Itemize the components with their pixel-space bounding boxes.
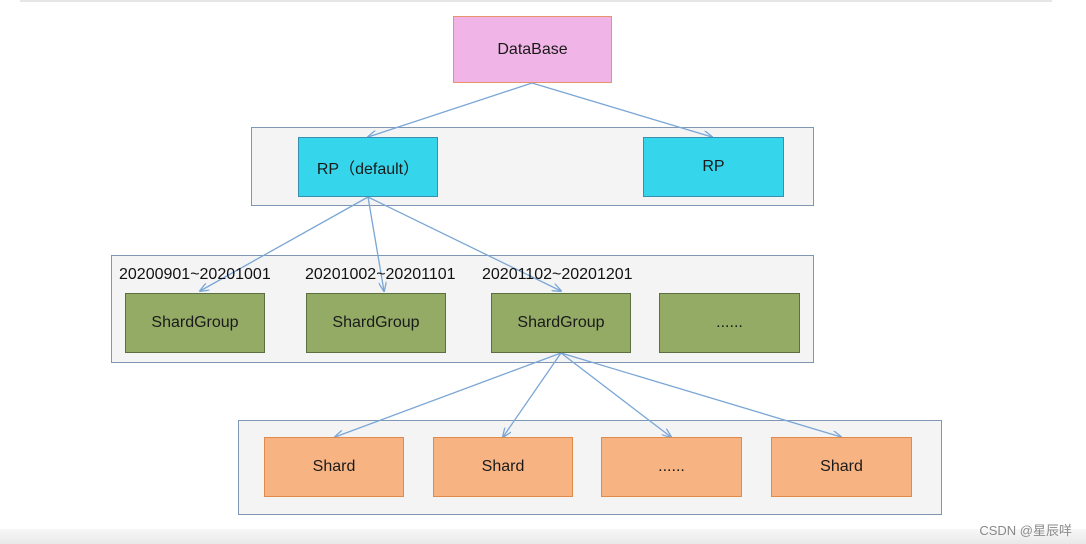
shard-node-more: ......: [601, 437, 742, 497]
shardgroup-range-1: 20200901~20201001: [119, 266, 271, 283]
shardgroup-range-3: 20201102~20201201: [482, 266, 633, 283]
shard-node-1: Shard: [264, 437, 404, 497]
arrow-sg3-to-shard3: [560, 352, 671, 437]
shardgroup-range-2: 20201002~20201101: [305, 266, 456, 283]
arrow-rp-to-sg3: [367, 196, 561, 291]
shardgroup-label-2: ShardGroup: [332, 314, 420, 331]
shardgroup-node-more: ......: [659, 293, 800, 353]
shardgroup-node-2: ShardGroup: [306, 293, 446, 353]
arrow-sg3-to-shard2: [503, 352, 562, 437]
arrow-sg3-to-shard4: [560, 352, 841, 437]
shard-node-4: Shard: [771, 437, 912, 497]
bottom-bar: [0, 529, 1086, 544]
rp-node: RP: [643, 137, 784, 197]
rp-default-node: RP（default）: [298, 137, 438, 197]
rp-default-label: RP（default）: [316, 161, 420, 178]
shard-label-2: Shard: [481, 458, 525, 475]
arrow-rp-to-sg1: [200, 196, 369, 291]
rp-label: RP: [702, 158, 725, 175]
top-divider: [20, 0, 1052, 2]
database-label: DataBase: [497, 40, 568, 58]
arrow-db-to-rp: [531, 82, 712, 137]
shard-label-more: ......: [658, 458, 685, 475]
database-node: DataBase: [453, 16, 612, 83]
shard-node-2: Shard: [433, 437, 573, 497]
arrow-db-to-rp-default: [368, 82, 533, 137]
watermark: CSDN @星辰咩: [979, 523, 1072, 538]
shardgroup-label-3: ShardGroup: [517, 314, 605, 331]
shard-label-1: Shard: [312, 458, 356, 475]
shardgroup-node-1: ShardGroup: [125, 293, 265, 353]
shardgroup-label-more: ......: [716, 314, 743, 331]
arrow-rp-to-sg2: [367, 196, 384, 291]
arrow-sg3-to-shard1: [335, 352, 562, 437]
shardgroup-node-3: ShardGroup: [491, 293, 631, 353]
shardgroup-label-1: ShardGroup: [151, 314, 239, 331]
shard-label-4: Shard: [820, 458, 863, 475]
